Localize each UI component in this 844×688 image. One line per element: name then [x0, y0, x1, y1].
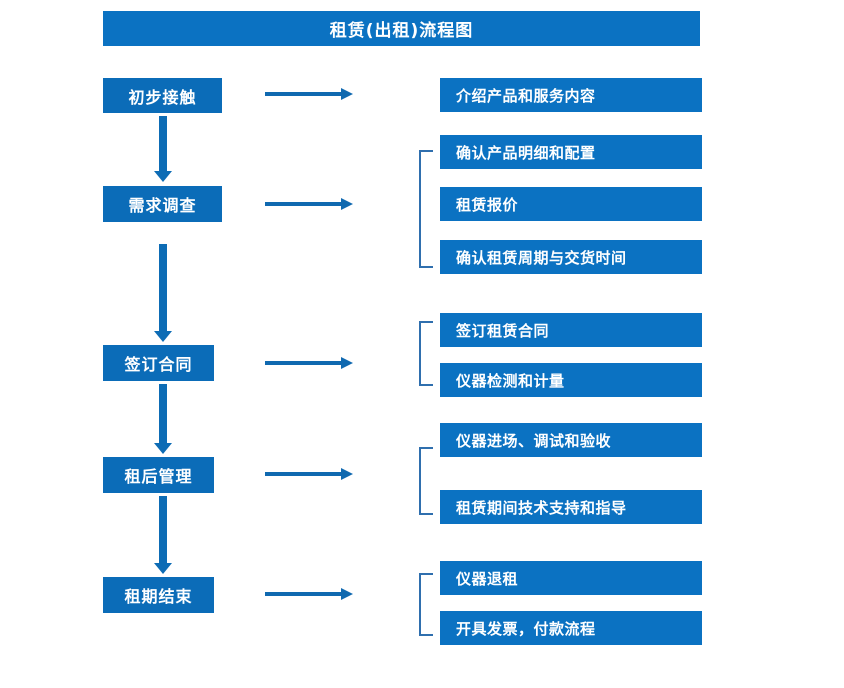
group-bracket-5: [419, 573, 433, 636]
task-box-3-1[interactable]: 签订租赁合同: [440, 313, 702, 347]
flow-arrow-down-4: [154, 496, 172, 574]
flow-arrow-down-3: [154, 384, 172, 454]
task-box-4-1[interactable]: 仪器进场、调试和验收: [440, 423, 702, 457]
flow-arrow-down-1: [154, 116, 172, 182]
task-box-2-1[interactable]: 确认产品明细和配置: [440, 135, 702, 169]
task-box-2-3[interactable]: 确认租赁周期与交货时间: [440, 240, 702, 274]
stage-box-2[interactable]: 需求调查: [103, 186, 222, 222]
stage-box-1[interactable]: 初步接触: [103, 78, 222, 113]
stage-box-4[interactable]: 租后管理: [103, 457, 214, 493]
stage-box-3[interactable]: 签订合同: [103, 345, 214, 381]
task-box-3-2[interactable]: 仪器检测和计量: [440, 363, 702, 397]
stage-box-5[interactable]: 租期结束: [103, 577, 214, 613]
task-box-2-2[interactable]: 租赁报价: [440, 187, 702, 221]
group-bracket-3: [419, 321, 433, 386]
task-box-5-1[interactable]: 仪器退租: [440, 561, 702, 595]
flow-arrow-down-2: [154, 244, 172, 342]
group-bracket-4: [419, 447, 433, 515]
chart-title-banner: 租赁(出租)流程图: [103, 11, 700, 46]
group-bracket-2: [419, 150, 433, 268]
task-box-5-2[interactable]: 开具发票，付款流程: [440, 611, 702, 645]
task-box-4-2[interactable]: 租赁期间技术支持和指导: [440, 490, 702, 524]
task-box-1-1[interactable]: 介绍产品和服务内容: [440, 78, 702, 112]
